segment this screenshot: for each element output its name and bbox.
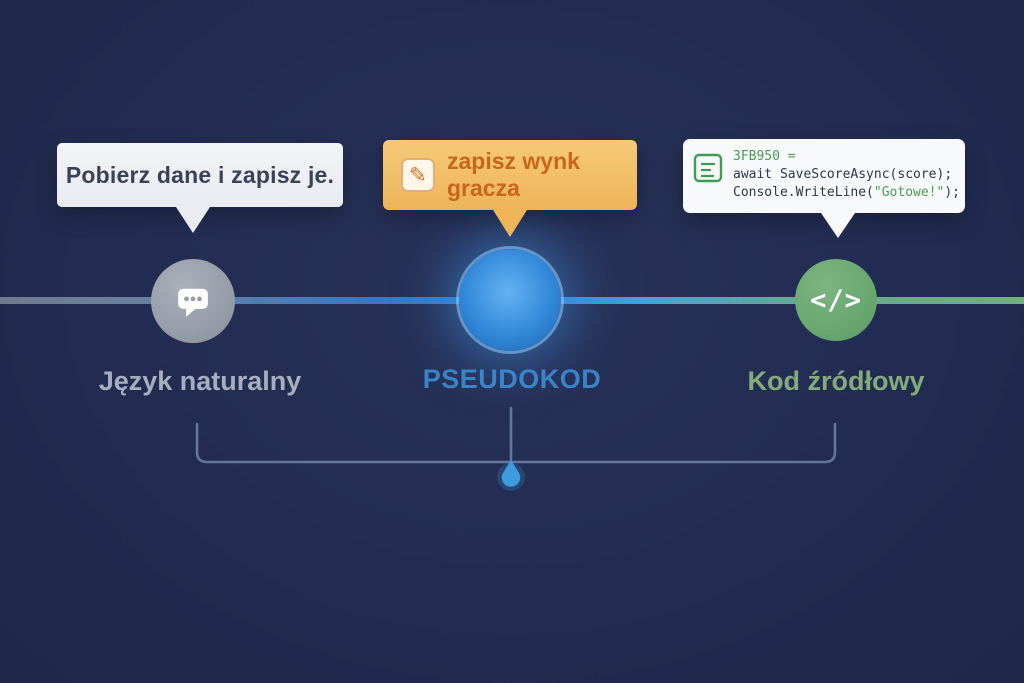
bracket-connector [195,406,837,491]
code-brackets-icon: </> [810,284,862,316]
natural-bubble-text: Pobierz dane i zapisz je. [65,161,335,188]
source-code-node: </> [795,259,877,341]
natural-bubble-tail [176,207,210,233]
label-pseudocode: PSEUDOKOD [422,364,602,394]
pencil-icon: ✎ [401,158,435,192]
pseudocode-bubble-text: zapisz wynk gracza [447,148,580,201]
pseudocode-node [459,249,561,351]
code-snippet: 3FB950 = await SaveScoreAsync(score); Co… [733,148,960,202]
chat-bubble-icon [178,288,208,317]
code-file-icon [693,153,723,183]
code-bubble-tail [821,213,855,238]
speech-bubble-pseudocode: ✎ zapisz wynk gracza [383,140,637,237]
speech-bubble-natural: Pobierz dane i zapisz je. [57,143,343,233]
speech-bubble-code: 3FB950 = await SaveScoreAsync(score); Co… [683,139,965,238]
code-line-1: 3FB950 = [733,149,796,164]
label-natural-language: Język naturalny [98,366,302,396]
code-line-2: await SaveScoreAsync(score); [733,166,953,182]
natural-language-node [151,259,235,343]
code-line-3: Console.WriteLine("Gotowe!"); [733,184,960,200]
pseudocode-bubble-tail [493,210,527,237]
drop-marker-icon [501,460,521,487]
label-source-code: Kod źródłowy [747,366,925,396]
